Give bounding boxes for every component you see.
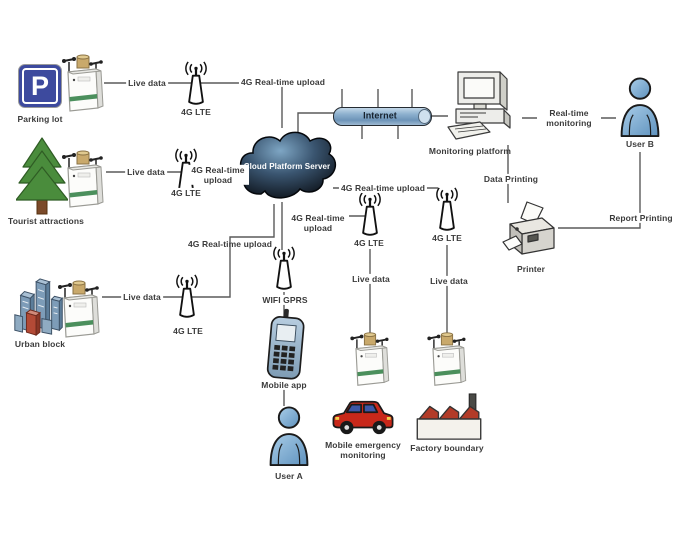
- label-wifi-gprs: WIFI GPRS: [260, 294, 310, 306]
- wifi-antenna-icon: [266, 246, 302, 292]
- label-upload-3: 4G Real-time upload: [187, 238, 273, 249]
- mobile-phone-icon: [266, 308, 305, 380]
- internet-pipe-icon: [333, 107, 432, 126]
- sensor-station-icon-tourist: [60, 148, 106, 210]
- sensor-station-icon-factory: [425, 330, 469, 388]
- label-4g-lte-5: 4G LTE: [430, 232, 464, 244]
- label-user-b: User B: [625, 138, 655, 149]
- user-b-icon: [616, 76, 664, 138]
- label-mobile-emergency: Mobile emergency monitoring: [325, 439, 401, 460]
- label-tourist-attractions: Tourist attractions: [8, 215, 84, 226]
- label-data-printing: Data Printing: [481, 173, 541, 185]
- label-report-printing: Report Printing: [607, 212, 675, 224]
- label-upload-1: 4G Real-time upload: [238, 76, 328, 88]
- label-user-a: User A: [275, 470, 303, 481]
- parking-sign-icon: P: [18, 64, 62, 108]
- label-4g-lte-2: 4G LTE: [169, 187, 203, 199]
- sensor-station-icon-parking: [60, 52, 106, 114]
- antenna-icon-mid-right: [429, 187, 465, 233]
- label-4g-lte-4: 4G LTE: [352, 237, 386, 249]
- label-upload-2: 4G Real-time upload: [187, 164, 249, 186]
- label-live-data-1: Live data: [126, 77, 168, 89]
- label-monitoring-platform: Monitoring platform: [428, 145, 512, 156]
- label-realtime-monitoring: Real-time monitoring: [537, 107, 601, 129]
- user-a-icon: [265, 405, 313, 467]
- label-upload-5: 4G Real-time upload: [338, 182, 428, 194]
- label-live-data-4: Live data: [350, 273, 392, 285]
- label-mobile-app: Mobile app: [259, 379, 309, 391]
- monitoring-computer-icon: [447, 71, 511, 140]
- urban-block-icon: [14, 278, 64, 337]
- factory-icon: [416, 393, 482, 440]
- label-live-data-2: Live data: [125, 166, 167, 178]
- parking-sign-letter: P: [30, 70, 49, 101]
- sensor-station-icon-urban: [56, 278, 102, 340]
- label-4g-lte-3: 4G LTE: [173, 325, 203, 336]
- antenna-icon-urban: [169, 274, 205, 320]
- label-live-data-3: Live data: [121, 291, 163, 303]
- label-parking-lot: Parking lot: [17, 113, 63, 124]
- label-factory-boundary: Factory boundary: [410, 442, 484, 453]
- label-urban-block: Urban block: [14, 338, 66, 349]
- label-upload-4: 4G Real-time upload: [287, 212, 349, 234]
- cloud-label: Cloud Platform Server: [243, 162, 331, 172]
- antenna-icon-parking: [178, 61, 214, 107]
- label-live-data-5: Live data: [428, 275, 470, 287]
- internet-label: Internet: [363, 110, 397, 121]
- tree-icon: [16, 137, 68, 215]
- sensor-station-icon-emergency: [348, 330, 392, 388]
- label-4g-lte-1: 4G LTE: [181, 106, 211, 117]
- car-icon: [332, 400, 394, 435]
- printer-icon: [502, 201, 555, 255]
- label-printer: Printer: [516, 263, 546, 274]
- antenna-icon-mid-left: [352, 192, 388, 238]
